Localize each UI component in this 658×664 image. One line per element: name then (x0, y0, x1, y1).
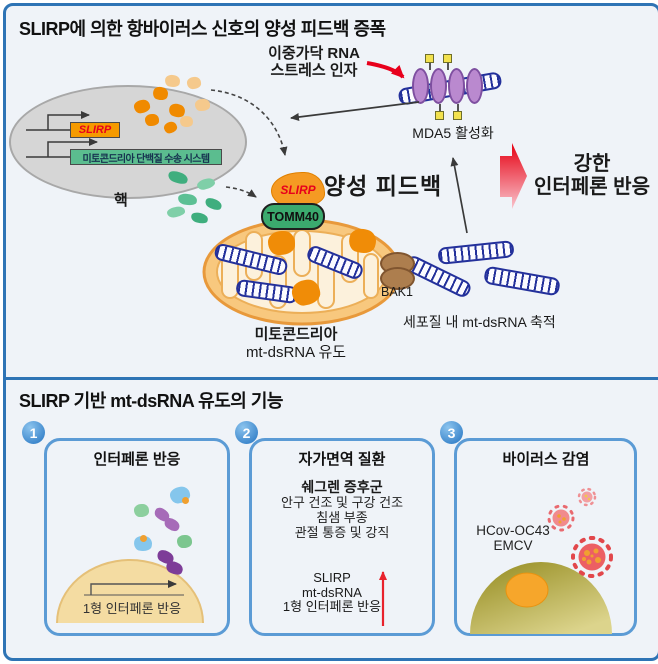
type1-ifn-gene-label: 1형 인터페론 반응 (82, 601, 182, 616)
tomm40-label: TOMM40 (267, 209, 319, 224)
bak1-label: BAK1 (381, 285, 413, 299)
protein-blob-icon (186, 76, 202, 90)
slirp-gene-box: SLIRP (70, 122, 120, 138)
transport-gene-label: 미토콘드리아 단백질 수송 시스템 (82, 153, 211, 165)
mda5-monomer-icon (466, 68, 483, 104)
positive-feedback-label: 양성 피드백 (324, 173, 443, 199)
cytokine-blob-icon (177, 535, 192, 548)
cytokine-dot-icon (182, 497, 189, 504)
mda5-monomer-icon (448, 68, 465, 104)
upregulated-item: 1형 인터페론 반응 (282, 599, 382, 614)
cytokine-dot-icon (140, 535, 147, 542)
function-box-interferon (44, 438, 230, 636)
number-badge-2: 2 (235, 421, 258, 444)
protein-blob-icon (164, 73, 181, 89)
box1-title: 인터페론 반응 (93, 451, 181, 468)
protein-blob-icon (268, 231, 295, 255)
function-box-virus (454, 438, 637, 636)
mitochondria-icon (202, 218, 402, 326)
mda5-card-domain-icon (443, 54, 452, 63)
virus-name-list: HCov-OC43 EMCV (458, 523, 568, 553)
transport-protein-blob-icon (177, 192, 198, 207)
mda5-label: MDA5 활성화 (412, 125, 494, 141)
slirp-protein-label: SLIRP (280, 183, 316, 197)
cytosol-accumulation-label: 세포질 내 mt-dsRNA 축적 (403, 314, 556, 330)
bak1-channel-icon (380, 267, 415, 290)
symptom-item: 관절 통증 및 강직 (294, 525, 390, 540)
dsrna-icon (483, 265, 561, 297)
dsrna-icon (437, 240, 515, 265)
cytokine-blob-icon (134, 504, 149, 517)
protein-blob-icon (145, 114, 159, 126)
transport-protein-blob-icon (166, 205, 186, 219)
function-box-autoimmune (249, 438, 435, 636)
bottom-panel-title: SLIRP 기반 mt-dsRNA 유도의 기능 (19, 391, 283, 411)
number-badge-1: 1 (22, 421, 45, 444)
transport-gene-box: 미토콘드리아 단백질 수송 시스템 (70, 149, 222, 165)
figure-canvas: SLIRP에 의한 항바이러스 신호의 양성 피드백 증폭 SLIRP 미토콘드… (3, 3, 658, 661)
mitochondria-label: 미토콘드리아 mt-dsRNA 유도 (245, 326, 347, 361)
panel-divider (6, 377, 658, 380)
nucleus-label: 핵 (114, 192, 128, 209)
stress-factor-label: 이중가닥 RNA 스트레스 인자 (268, 45, 360, 79)
transport-protein-blob-icon (203, 195, 224, 213)
mda5-card-domain-icon (425, 54, 434, 63)
top-panel-title: SLIRP에 의한 항바이러스 신호의 양성 피드백 증폭 (19, 19, 386, 39)
slirp-gene-label: SLIRP (78, 124, 112, 136)
protein-blob-icon (195, 99, 210, 111)
number-badge-3: 3 (440, 421, 463, 444)
symptom-list: 안구 건조 및 구강 건조 침샘 부종 관절 통증 및 강직 (252, 495, 432, 540)
symptom-item: 안구 건조 및 구강 건조 (280, 495, 404, 510)
mda5-card-domain-icon (453, 111, 462, 120)
strong-interferon-label: 강한 인터페론 반응 (534, 153, 650, 198)
symptom-item: 침샘 부종 (316, 510, 368, 525)
mda5-card-domain-icon (435, 111, 444, 120)
upregulated-item: mt-dsRNA (302, 584, 362, 600)
virus-name: EMCV (493, 538, 533, 553)
upregulated-list: SLIRP mt-dsRNA 1형 인터페론 반응 (257, 570, 407, 615)
sjogren-label: 쉐그렌 증후군 (301, 479, 383, 495)
upregulated-item: SLIRP (313, 570, 351, 585)
mda5-monomer-icon (412, 68, 429, 104)
strong-response-arrow-icon (500, 143, 527, 209)
box2-title: 자가면역 질환 (298, 451, 386, 468)
slirp-protein-blob: SLIRP (271, 172, 325, 208)
virus-name: HCov-OC43 (476, 523, 550, 538)
tomm40-shape: TOMM40 (261, 203, 325, 230)
box3-title: 바이러스 감염 (502, 451, 590, 468)
mda5-complex-icon (397, 54, 503, 124)
mda5-monomer-icon (430, 68, 447, 104)
